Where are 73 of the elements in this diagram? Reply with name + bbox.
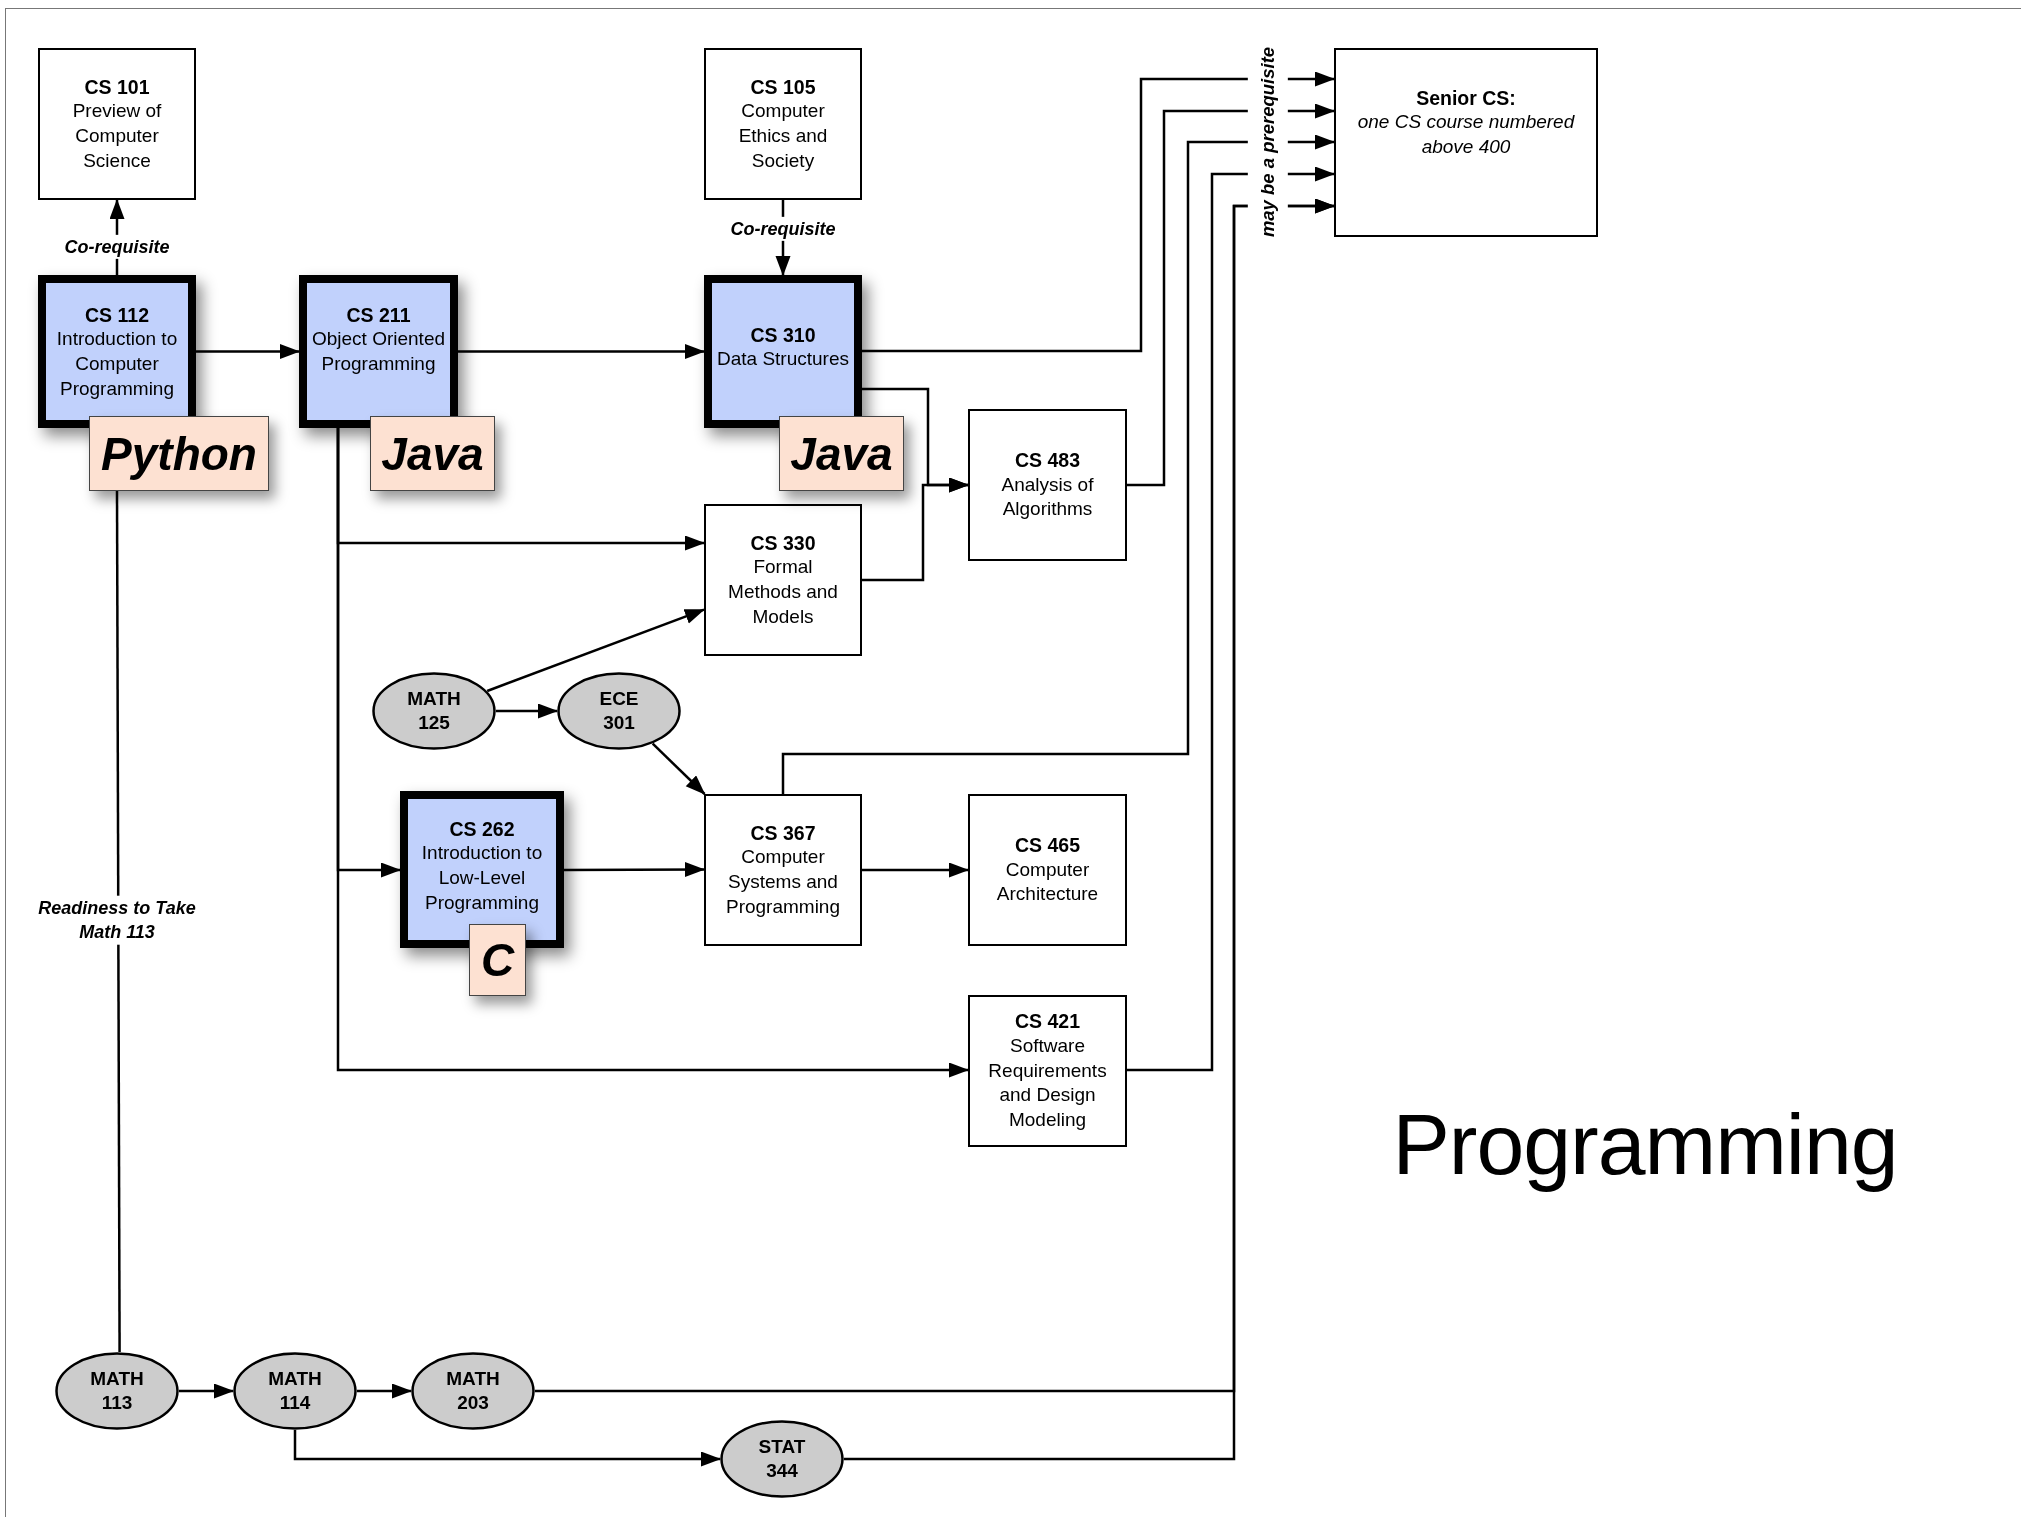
- arrow: [196, 344, 300, 359]
- language-badge: [469, 924, 526, 996]
- course-ellipse: [372, 672, 496, 750]
- arrow: [862, 71, 1335, 353]
- course-ellipse: [233, 1352, 357, 1430]
- course-code: MATH 125: [406, 687, 462, 735]
- arrow: [781, 134, 1335, 794]
- course-code: CS 105: [750, 74, 816, 100]
- course-ellipse: [557, 672, 681, 750]
- arrow: [336, 428, 969, 1078]
- course-title: Introduction to Computer Programming: [55, 327, 179, 401]
- course-ellipse: [411, 1352, 535, 1430]
- course-box: [704, 48, 862, 200]
- arrow: [458, 344, 705, 359]
- arrow: [486, 608, 705, 693]
- course-code: CS 112: [85, 303, 149, 328]
- course-title: Computer Architecture: [995, 857, 1100, 907]
- core-course-box: [299, 275, 458, 428]
- course-title: Introduction to Low-Level Programming: [420, 841, 544, 915]
- arrow: [496, 703, 558, 719]
- course-title: Data Structures: [717, 347, 849, 372]
- course-code: CS 465: [1014, 833, 1080, 858]
- course-box: [704, 794, 862, 946]
- course-box: [1334, 48, 1598, 237]
- chart-title: Programming: [1392, 1094, 1898, 1194]
- course-code: CS 310: [750, 323, 816, 348]
- language-badge: [89, 416, 269, 491]
- course-title: Analysis of Algorithms: [1000, 472, 1095, 522]
- course-box: [968, 794, 1127, 946]
- language-badge: [370, 416, 495, 491]
- course-title: Computer Systems and Programming: [724, 845, 841, 919]
- arrow: [564, 862, 705, 878]
- course-box: [704, 504, 862, 656]
- arrow: [357, 1383, 412, 1399]
- language-label: Java: [381, 430, 484, 477]
- course-code: CS 367: [750, 820, 816, 846]
- arrow: [293, 1430, 721, 1467]
- course-title: Preview of Computer Science: [71, 99, 163, 173]
- course-code: CS 421: [1014, 1009, 1080, 1034]
- course-code: CS 483: [1014, 448, 1080, 473]
- course-box: [968, 995, 1127, 1147]
- course-box: [38, 48, 196, 200]
- course-title: Software Requirements and Design Modeling: [987, 1033, 1108, 1132]
- course-code: Senior CS:: [1416, 85, 1516, 110]
- course-code: MATH 203: [445, 1367, 501, 1415]
- course-code: MATH 113: [89, 1367, 145, 1415]
- arrow: [1127, 103, 1335, 487]
- language-label: C: [480, 937, 515, 983]
- course-code: CS 211: [346, 303, 411, 328]
- course-ellipse: [55, 1352, 179, 1430]
- course-code: CS 101: [84, 74, 150, 100]
- language-badge: [779, 416, 904, 491]
- arrow: [844, 198, 1335, 1461]
- course-title: Object Oriented Programming: [311, 327, 446, 377]
- language-label: Java: [790, 430, 893, 477]
- course-title: Computer Ethics and Society: [737, 99, 829, 173]
- arrow: [179, 1383, 234, 1399]
- connector-line: [115, 491, 121, 1352]
- course-box: [968, 409, 1127, 561]
- arrow: [1127, 166, 1335, 1072]
- arrow: [862, 477, 969, 582]
- course-code: CS 262: [449, 817, 515, 842]
- core-course-box: [38, 275, 196, 428]
- course-description: one CS course numbered above 400: [1356, 110, 1576, 159]
- arrow: [862, 862, 969, 878]
- course-code: CS 330: [750, 530, 816, 556]
- course-code: ECE 301: [598, 687, 640, 735]
- course-title: Formal Methods and Models: [727, 555, 839, 629]
- course-code: MATH 114: [267, 1367, 323, 1415]
- course-ellipse: [720, 1420, 844, 1498]
- arrow: [651, 742, 706, 795]
- core-course-box: [704, 275, 862, 428]
- course-code: STAT 344: [757, 1435, 807, 1483]
